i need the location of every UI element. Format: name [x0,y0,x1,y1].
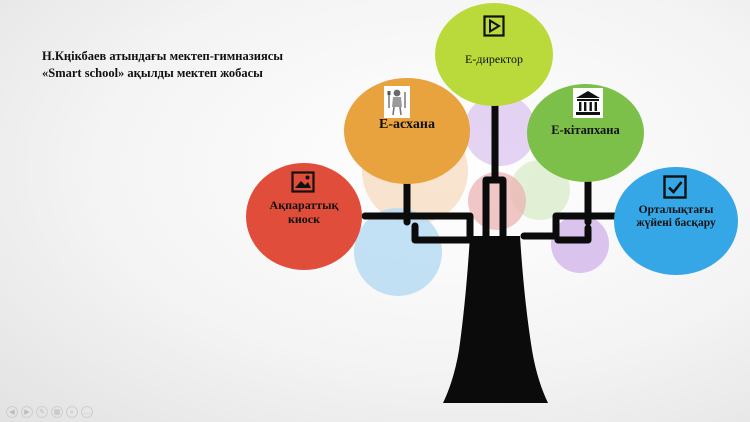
zoom-icon[interactable]: ⌕ [66,406,78,418]
picture-frame-icon [291,171,315,193]
tree-branches [361,101,644,244]
prev-icon[interactable]: ◀ [6,406,18,418]
title-line-1: Н.Кңікбаев атындағы мектеп-гимназиясы [42,49,284,63]
node-e-canteen-label: Е-асхана [379,117,435,132]
library-building-icon [573,88,603,118]
node-e-director[interactable] [435,3,553,106]
decor-circle-purple [551,215,609,273]
checkbox-checked-icon [663,175,687,199]
decor-circle-lavender [464,94,536,166]
title-line-2: «Smart school» ақылды мектеп жобасы [42,66,263,80]
decor-circle-lightblue [354,208,442,296]
more-icon[interactable]: … [81,406,93,418]
node-central-management-label: Орталықтағы жүйені басқару [636,204,716,229]
tree-trunk [443,236,548,403]
pen-icon[interactable]: ✎ [36,406,48,418]
slideshow-nav: ◀ ▶ ✎ ▦ ⌕ … [6,406,93,418]
node-e-library-label: Е-кітапхана [551,123,620,137]
chef-figure-icon [384,86,410,118]
node-info-kiosk-label: Ақпараттық киоск [269,198,339,226]
next-icon[interactable]: ▶ [21,406,33,418]
page-title: Н.Кңікбаев атындағы мектеп-гимназиясы «S… [42,48,283,82]
node-info-kiosk[interactable] [246,163,362,270]
slides-icon[interactable]: ▦ [51,406,63,418]
node-central-management[interactable] [614,167,738,275]
play-square-icon [483,15,505,37]
node-e-director-label: Е-директор [465,52,523,66]
